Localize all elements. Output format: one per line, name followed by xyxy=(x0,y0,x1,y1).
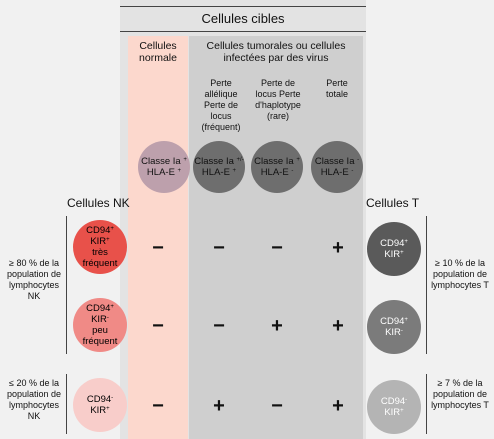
nk1-l1: CD94 xyxy=(86,303,111,314)
t2-l2: KIR xyxy=(384,407,401,418)
target-total-line1: Classe Ia xyxy=(314,156,355,167)
target-normal-sup2: + xyxy=(177,168,182,174)
sign-r0-rare: − xyxy=(271,237,283,259)
nk-pct-major: ≥ 80 % de la population de lymphocytes N… xyxy=(6,258,62,301)
target-rare-sup1: + xyxy=(296,157,300,163)
target-rare-sup2: - xyxy=(291,168,294,174)
t2-l1: CD94 xyxy=(380,396,406,407)
t0-s2: + xyxy=(400,250,404,256)
subheader-rare-loss: Perte de locus Perte d'haplotype (rare) xyxy=(255,78,301,121)
t-bracket-major xyxy=(426,216,427,354)
nk2-s1: - xyxy=(111,395,114,401)
header-separator-line xyxy=(120,31,366,32)
target-circle-total: Classe Ia - HLA-E - xyxy=(311,141,363,193)
t0-s1: + xyxy=(404,239,408,245)
target-circle-rare: Classe Ia + HLA-E - xyxy=(251,141,303,193)
sign-r2-rare: − xyxy=(271,395,283,417)
target-frequent-sup1: +/- xyxy=(236,157,244,163)
t1-s1: + xyxy=(404,317,408,323)
nk-cell-cd94n-kirp: CD94- KIR+ xyxy=(73,378,127,432)
target-total-sup1: - xyxy=(357,157,360,163)
nk0-l4: fréquent xyxy=(82,258,118,269)
nk0-l3: très xyxy=(92,247,108,258)
nk1-s2: - xyxy=(106,315,109,321)
nk-pct-minor: ≤ 20 % de la population de lymphocytes N… xyxy=(6,378,62,421)
target-frequent-line2: HLA-E xyxy=(201,167,230,178)
t-pct-major: ≥ 10 % de la population de lymphocytes T xyxy=(431,258,489,290)
t2-s2: + xyxy=(400,408,404,414)
t-pct-minor: ≥ 7 % de la population de lymphocytes T xyxy=(431,378,489,410)
nk-cells-title: Cellules NK xyxy=(67,196,130,210)
nk0-s2: + xyxy=(106,237,110,243)
nk0-s1: + xyxy=(110,226,114,232)
t0-l1: CD94 xyxy=(380,238,405,249)
nk2-l1: CD94 xyxy=(86,394,112,405)
tumor-cells-header: Cellules tumorales ou cellules infectées… xyxy=(206,40,346,64)
nk1-s1: + xyxy=(110,304,114,310)
nk-cell-cd94p-kirp: CD94+ KIR+ très fréquent xyxy=(73,220,127,274)
target-rare-line2: HLA-E xyxy=(260,167,289,178)
nk2-l2: KIR xyxy=(90,405,107,416)
t0-l2: KIR xyxy=(384,249,401,260)
t1-l1: CD94 xyxy=(380,316,405,327)
t-bracket-minor xyxy=(426,374,427,434)
nk0-l2: KIR xyxy=(90,236,107,247)
sign-r2-normal: − xyxy=(152,395,164,417)
subheader-frequent-loss: Perte allélique Perte de locus (fréquent… xyxy=(201,78,241,132)
nk1-l3: peu xyxy=(92,325,108,336)
target-circle-normal: Classe Ia + HLA-E + xyxy=(138,141,190,193)
tumor-column-bg xyxy=(189,36,363,439)
t-cell-cd94n-kirp: CD94- KIR+ xyxy=(367,380,421,434)
t2-s1: - xyxy=(405,397,408,403)
t1-s2: - xyxy=(400,328,403,334)
nk0-l1: CD94 xyxy=(86,225,111,236)
sign-r0-total: + xyxy=(332,237,344,259)
nk1-l2: KIR xyxy=(91,314,107,325)
t-cell-cd94p-kirp: CD94+ KIR+ xyxy=(367,222,421,276)
target-circle-frequent: Classe Ia +/- HLA-E + xyxy=(193,141,245,193)
sign-r1-normal: − xyxy=(152,315,164,337)
target-normal-line2: HLA-E xyxy=(146,167,175,178)
t1-l2: KIR xyxy=(385,327,401,338)
target-rare-line1: Classe Ia xyxy=(254,156,294,167)
nk1-l4: fréquent xyxy=(82,336,118,347)
sign-r1-frequent: − xyxy=(213,315,225,337)
sign-r2-frequent: + xyxy=(213,395,225,417)
subheader-total-loss: Perte totale xyxy=(325,78,349,99)
nk-bracket-minor xyxy=(66,374,67,434)
target-normal-sup1: + xyxy=(183,157,187,163)
nk-cell-cd94p-kirn: CD94+ KIR- peu fréquent xyxy=(73,298,127,352)
normal-cells-header: Cellules normale xyxy=(139,40,177,64)
target-total-sup2: - xyxy=(351,168,354,174)
sign-r0-normal: − xyxy=(152,237,164,259)
sign-r0-frequent: − xyxy=(213,237,225,259)
header-top-line xyxy=(120,6,366,7)
sign-r1-total: + xyxy=(332,315,344,337)
target-normal-line1: Classe Ia xyxy=(141,156,181,167)
target-frequent-sup2: + xyxy=(232,168,237,174)
nk2-s2: + xyxy=(106,406,110,412)
nk-bracket-major xyxy=(66,216,67,354)
sign-r1-rare: + xyxy=(271,315,283,337)
target-total-line2: HLA-E xyxy=(320,167,349,178)
normal-column-bg xyxy=(128,36,188,439)
target-cells-title: Cellules cibles xyxy=(201,11,285,26)
sign-r2-total: + xyxy=(332,395,344,417)
t-cell-cd94p-kirn: CD94+ KIR- xyxy=(367,300,421,354)
t-cells-title: Cellules T xyxy=(366,196,420,210)
target-frequent-line1: Classe Ia xyxy=(194,156,234,167)
